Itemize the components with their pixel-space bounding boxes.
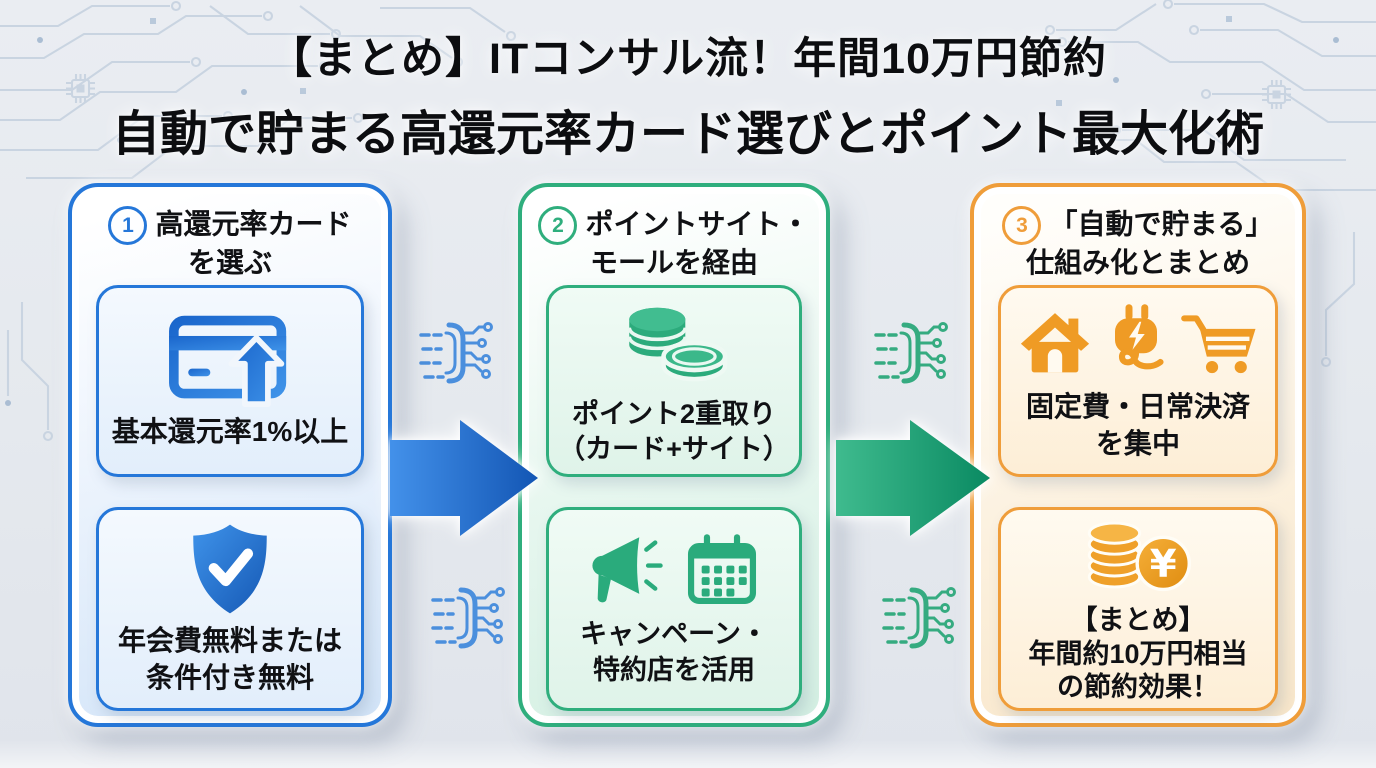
box-text-line: 基本還元率1%以上 — [111, 416, 349, 448]
summary-savings-text: 【まとめ】 年間約10万円相当 の節約効果！ — [1028, 604, 1247, 704]
box-text-line: 条件付き無料 — [145, 661, 314, 693]
circuit-pattern-left-edge — [5, 302, 54, 442]
box-text-line: ポイント2重取り — [571, 398, 777, 429]
home-icon — [1020, 313, 1090, 373]
circuit-pattern-right-edge — [1320, 232, 1356, 368]
coin-stack-yen-icon: ¥ — [1078, 513, 1198, 597]
title-line-1: 【まとめ】ITコンサル流！年間10万円節約 — [268, 35, 1108, 83]
cart-icon — [1181, 315, 1256, 374]
step3-number-badge: 3 — [1002, 206, 1042, 245]
title-line-2: 自動で貯まる高還元率カード選びとポイント最大化術 — [111, 108, 1264, 161]
annual-fee-text: 年会費無料または 条件付き無料 — [118, 623, 342, 696]
home-plug-cart-icon — [1017, 300, 1259, 382]
circuit-pattern-top-left — [0, 0, 517, 180]
box-text-line: 年間約10万円相当 — [1028, 638, 1248, 669]
step2-title-line1: ポイントサイト・ — [585, 208, 810, 240]
step3-title-line2: 仕組み化とまとめ — [1025, 247, 1250, 278]
fixed-costs-box: 固定費・日常決済 を集中 — [998, 285, 1278, 477]
dataflow-chip-icon — [882, 586, 960, 650]
plug-icon — [1115, 304, 1164, 370]
bottom-glow — [0, 740, 1376, 768]
step3-title-line1: 「自動で貯まる」 — [1049, 208, 1274, 240]
box-text-line: を集中 — [1095, 427, 1180, 459]
credit-card-up-icon — [164, 311, 296, 408]
annual-fee-box: 年会費無料または 条件付き無料 — [96, 507, 364, 711]
box-text-line: 特約店を活用 — [593, 654, 755, 685]
box-text-line: 【まとめ】 — [1070, 605, 1206, 636]
shield-check-icon — [187, 522, 273, 616]
base-rate-box: 基本還元率1%以上 — [96, 285, 364, 477]
step1-number-badge: 1 — [108, 206, 148, 245]
campaign-box: キャンペーン・ 特約店を活用 — [546, 507, 802, 711]
panel-step3-automation: 3「自動で貯まる」 仕組み化とまとめ — [970, 183, 1306, 727]
coins-icon — [613, 295, 735, 390]
yen-symbol: ¥ — [1150, 542, 1177, 587]
step1-title-line2: を選ぶ — [187, 247, 272, 278]
title-block: 【まとめ】ITコンサル流！年間10万円節約 自動で貯まる高還元率カード選びとポイ… — [0, 24, 1376, 164]
double-points-box: ポイント2重取り （カード+サイト） — [546, 285, 802, 477]
step1-title-line1: 高還元率カード — [155, 208, 352, 240]
dataflow-chip-icon — [419, 321, 497, 385]
fixed-costs-text: 固定費・日常決済 を集中 — [1026, 389, 1250, 462]
base-rate-text: 基本還元率1%以上 — [112, 414, 348, 450]
flow-arrow-green — [836, 420, 990, 536]
megaphone-calendar-icon — [588, 530, 760, 610]
box-text-line: （カード+サイト） — [558, 434, 790, 464]
summary-savings-box: ¥ 【まとめ】 年間約10万円相当 の節約効果！ — [998, 507, 1278, 711]
step2-number-badge: 2 — [538, 206, 578, 245]
calendar-icon — [687, 534, 757, 605]
step2-title-line2: モールを経由 — [589, 247, 758, 278]
box-text-line: 年会費無料または — [117, 625, 342, 657]
dataflow-chip-icon — [874, 321, 952, 385]
box-text-line: キャンペーン・ — [580, 619, 768, 650]
dataflow-chip-icon — [431, 586, 509, 650]
double-points-text: ポイント2重取り （カード+サイト） — [558, 397, 790, 467]
box-text-line: 固定費・日常決済 — [1025, 391, 1250, 423]
box-text-line: の節約効果！ — [1056, 672, 1219, 703]
campaign-text: キャンペーン・ 特約店を活用 — [580, 617, 768, 687]
megaphone-icon — [592, 537, 663, 603]
step3-header: 3「自動で貯まる」 仕組み化とまとめ — [974, 206, 1302, 282]
flow-arrow-blue — [390, 420, 538, 536]
